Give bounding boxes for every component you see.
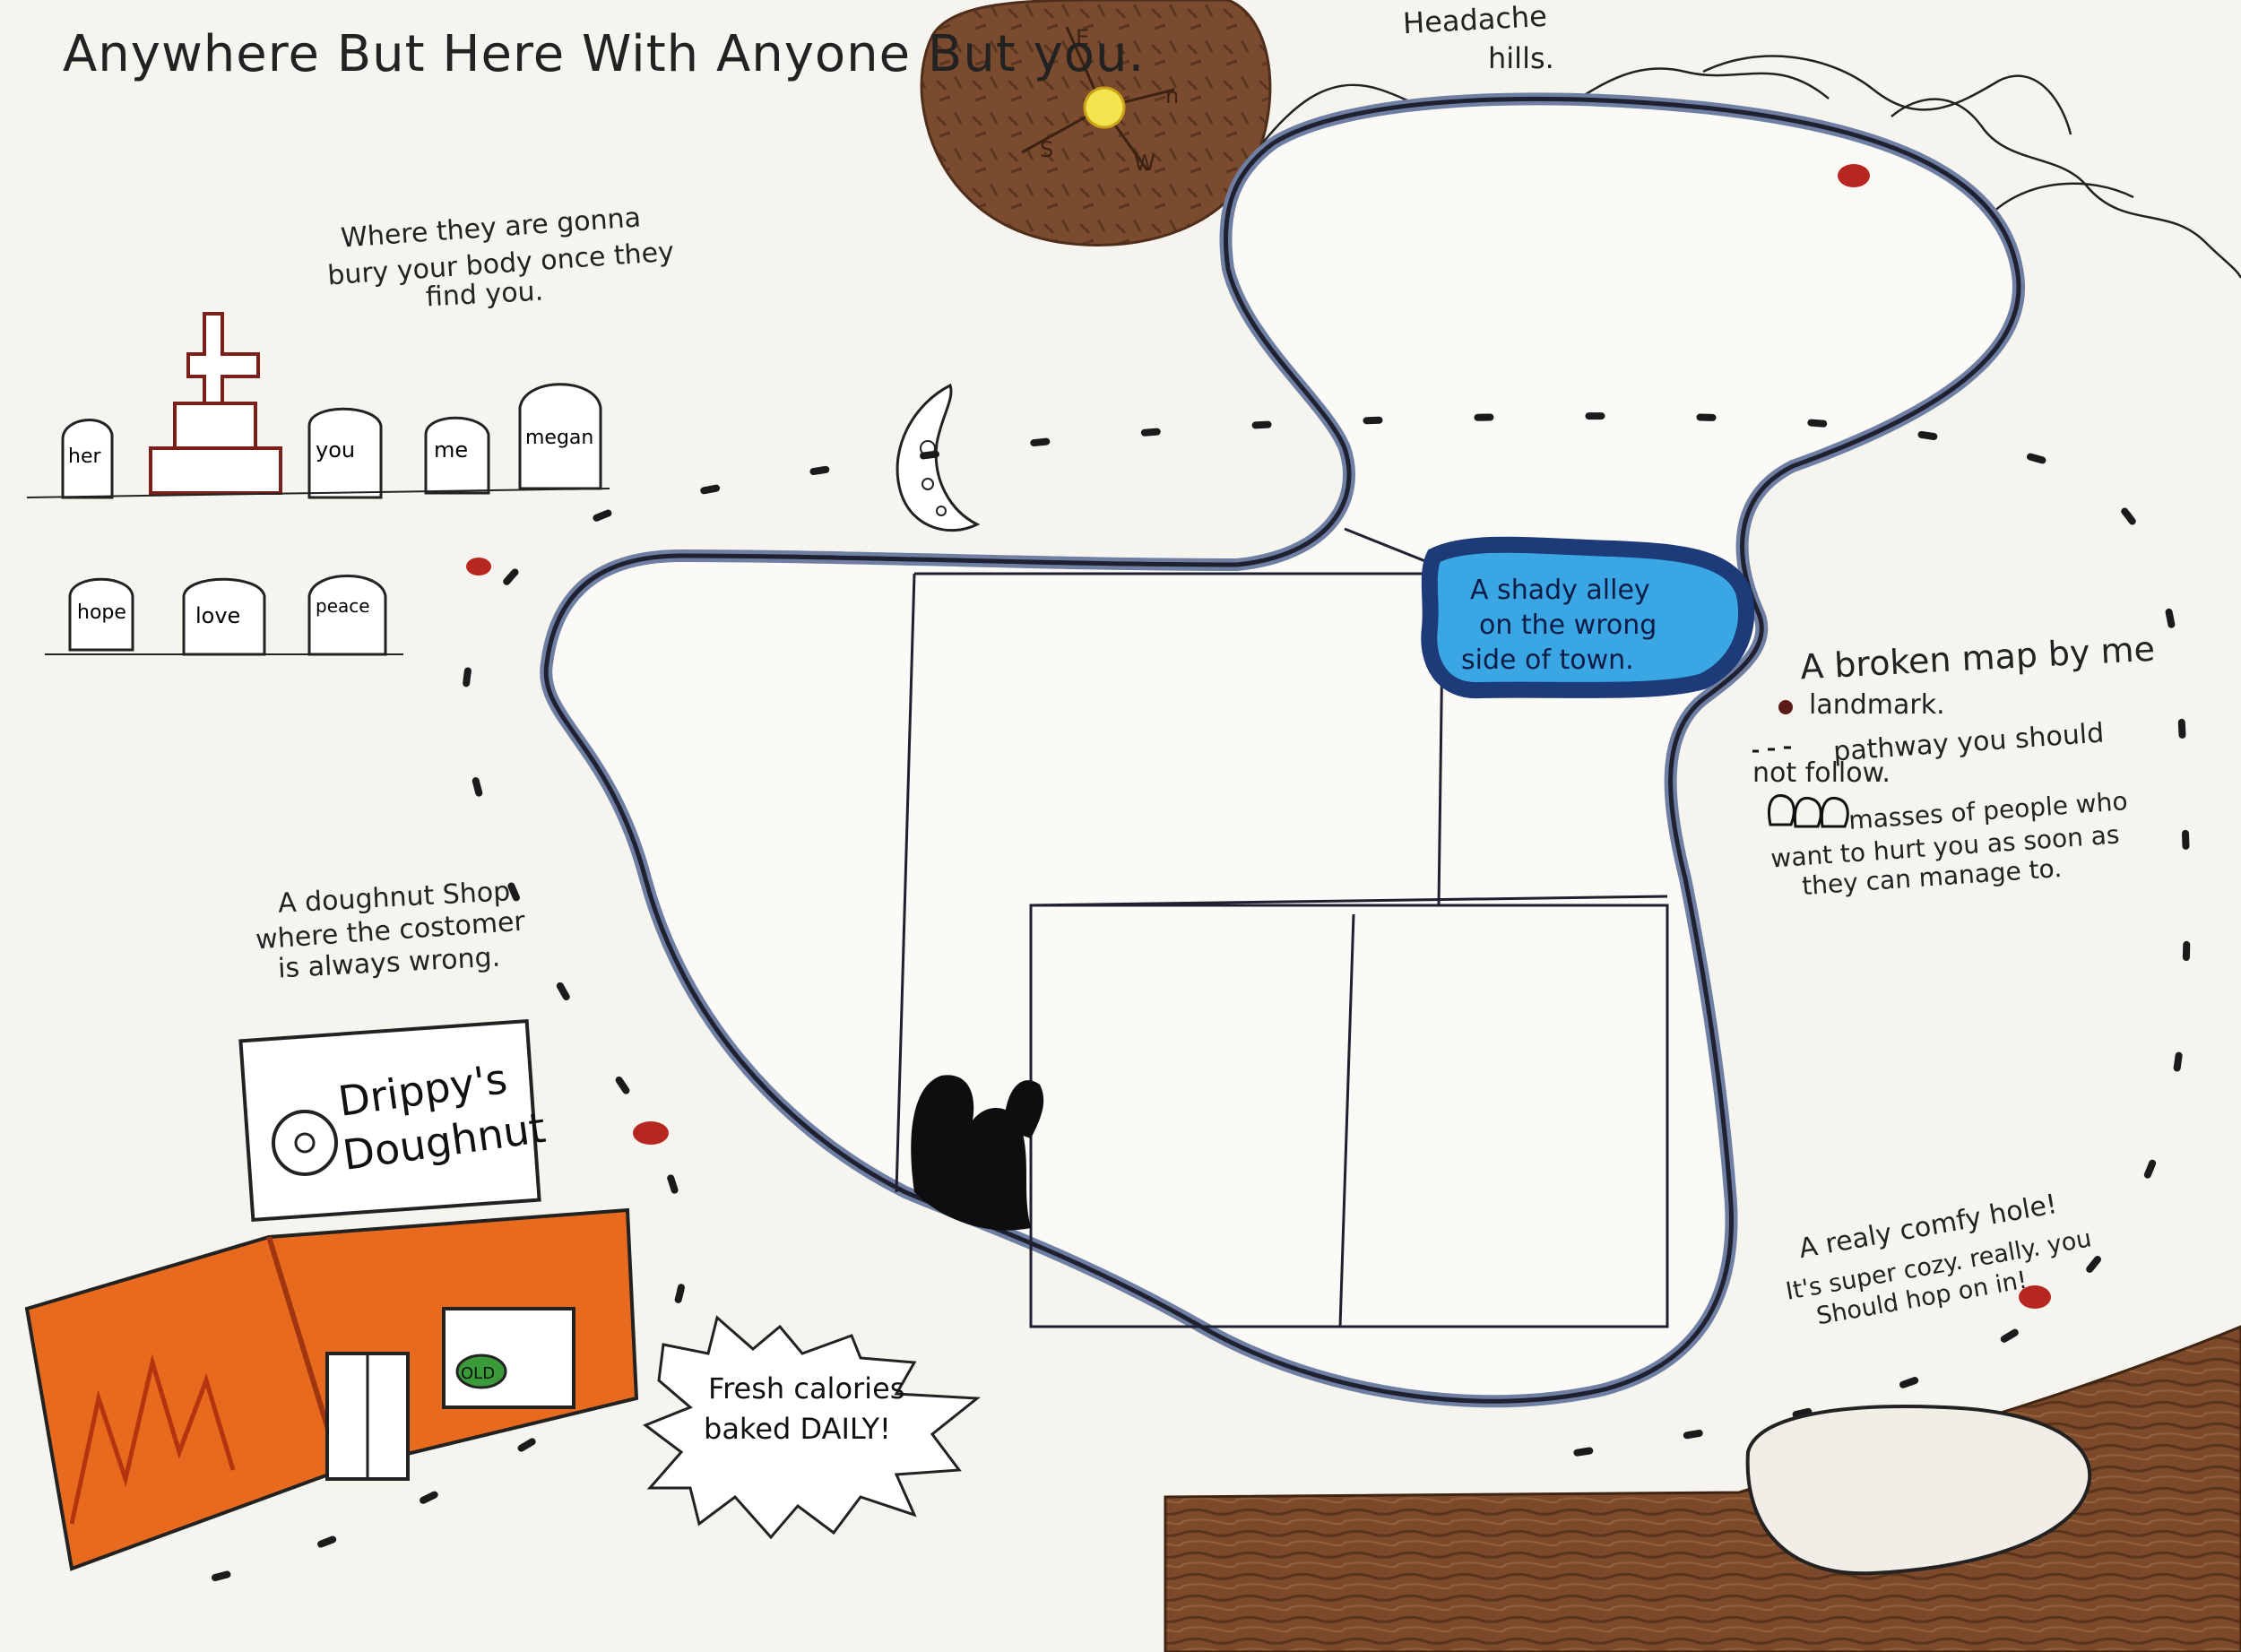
main-landmass [540,92,2025,1408]
landmarks[interactable] [466,164,2051,1309]
legend-landmark-icon [1778,700,1793,714]
gravestone-label-hope: hope [77,601,126,624]
moon-icon [896,383,981,532]
compass-center-icon [1083,86,1126,129]
gravestone-hope [68,577,134,652]
gravestone-her [61,419,114,499]
forbidden-pathway [212,412,2192,1581]
gravestone-you [307,407,383,499]
alley-label-line-3: side of town. [1461,644,1634,676]
gravestone-megan [518,383,602,490]
doughnut-icon [272,1110,338,1176]
crowd-of-people-icon [911,1075,1044,1231]
gravestone-label-love: love [195,603,240,628]
graveyard-caption-line-3: find you. [425,275,544,314]
legend-crowd-icon [1768,793,1849,828]
compass-letter-e: E [1076,25,1089,50]
shop-window [442,1307,575,1409]
comfy-hole[interactable] [1745,1405,2092,1576]
shady-alley[interactable]: A shady alley on the wrong side of town. [1421,536,1754,699]
hills-label-line-1: Headache [1402,0,1548,41]
alley-label-line-2: on the wrong [1479,610,1657,641]
gravestone-label-megan: megan [525,427,593,449]
compass-rock: E n S W [920,0,1272,247]
map-title: Anywhere But Here With Anyone But you. [63,25,1146,83]
cross-monument [149,312,282,495]
compass-letter-w: W [1134,151,1155,176]
gravestone-label-peace: peace [316,595,370,617]
open-sign-icon [455,1354,507,1389]
gravestone-label-me: me [434,437,468,463]
landmark-doughnut-icon[interactable] [633,1121,669,1145]
alley-label-line-1: A shady alley [1470,575,1650,606]
gravestone-me [424,416,490,495]
comfy-hole-area[interactable] [1164,1325,2241,1652]
gravestone-peace [307,575,387,656]
legend-pathway-icon [1752,746,1791,753]
hills-label-line-2: hills. [1488,41,1554,75]
compass-rose: E n S W [1021,25,1179,176]
legend-landmark-label: landmark. [1809,689,1945,721]
gravestone-label-you: you [316,437,355,463]
doughnut-shop[interactable]: OLD Drippy's Doughnut [24,1018,639,1571]
legend-pathway-line-2: not follow. [1752,757,1891,789]
burst-line-2: baked DAILY! [704,1412,891,1446]
burst-line-1: Fresh calories [708,1371,904,1405]
landmark-hills-icon[interactable] [1838,164,1870,187]
landmark-hole-icon[interactable] [2019,1285,2051,1309]
compass-letter-s: S [1040,137,1053,162]
fresh-calories-burst: Fresh calories baked DAILY! [642,1315,982,1540]
gravestone-label-her: her [68,445,101,468]
landmark-graveyard-icon[interactable] [466,558,491,575]
compass-letter-n: n [1165,83,1179,108]
shop-window-sign: OLD [461,1364,495,1383]
graveyard [26,312,610,656]
gravestone-love [182,577,266,656]
